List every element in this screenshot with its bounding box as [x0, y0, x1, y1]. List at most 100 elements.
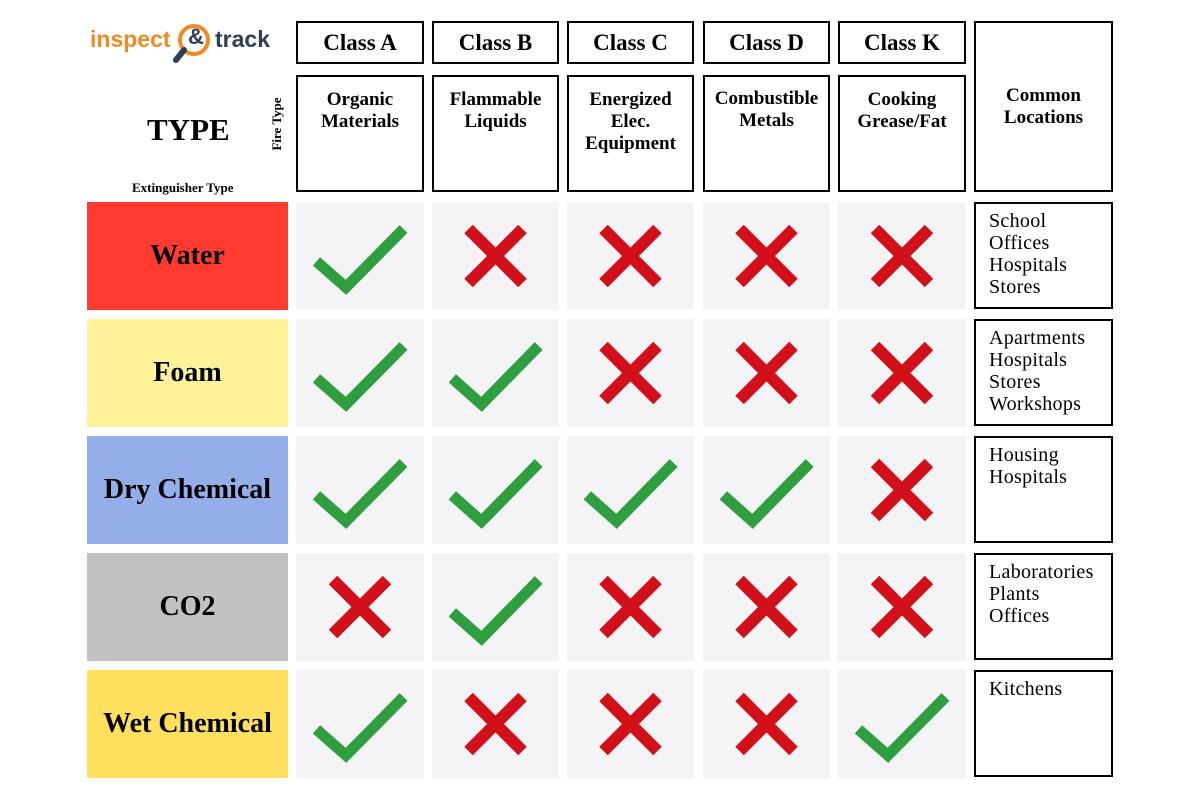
location-item: Hospitals — [989, 349, 1068, 371]
class-c-desc-line: Energized — [589, 89, 672, 110]
location-item: Housing — [989, 444, 1059, 466]
location-item: Apartments — [989, 327, 1086, 349]
class-b-header: Class B — [432, 21, 559, 64]
class-c-description: Energized Elec. Equipment — [567, 75, 694, 192]
class-a-desc-line: Materials — [320, 111, 400, 132]
type-title: TYPE — [147, 112, 230, 147]
compatibility-cell — [567, 670, 694, 778]
compatibility-cell — [838, 436, 966, 544]
compatibility-cell — [296, 670, 424, 778]
check-icon — [854, 693, 950, 763]
class-k-desc-line: Grease/Fat — [857, 111, 947, 132]
extinguisher-label-water: Water — [87, 202, 288, 310]
compatibility-cell — [432, 670, 559, 778]
cross-icon — [870, 341, 934, 405]
class-c-header: Class C — [567, 21, 694, 64]
cross-icon — [735, 692, 798, 756]
check-icon — [719, 459, 814, 529]
compatibility-cell — [432, 436, 559, 544]
location-item: Offices — [989, 232, 1050, 254]
compatibility-cell — [567, 319, 694, 427]
extinguisher-type-label: Extinguisher Type — [132, 180, 234, 195]
class-k-desc-line: Cooking — [867, 89, 937, 110]
inspect-and-track-logo: inspect & track — [88, 18, 288, 68]
compatibility-cell — [296, 436, 424, 544]
class-k-description: Cooking Grease/Fat — [838, 75, 966, 192]
check-icon — [448, 576, 543, 646]
compatibility-cell — [432, 553, 559, 661]
compatibility-cell — [838, 319, 966, 427]
cross-icon — [328, 575, 392, 639]
logo-word-inspect: inspect — [90, 26, 171, 52]
compatibility-cell — [432, 319, 559, 427]
location-item: Laboratories — [989, 561, 1094, 583]
check-icon — [448, 342, 543, 412]
compatibility-cell — [703, 319, 830, 427]
class-d-header: Class D — [703, 21, 830, 64]
location-item: Offices — [989, 605, 1050, 627]
logo-word-track: track — [215, 26, 270, 52]
check-icon — [312, 459, 408, 529]
fire-type-label: Fire Type — [269, 97, 284, 151]
compatibility-cell — [838, 553, 966, 661]
location-item: Plants — [989, 583, 1040, 605]
class-d-desc-line: Metals — [739, 110, 794, 131]
compatibility-cell — [567, 436, 694, 544]
compatibility-cell — [567, 202, 694, 310]
compatibility-cell — [703, 202, 830, 310]
check-icon — [312, 342, 408, 412]
compatibility-cell — [838, 202, 966, 310]
class-b-desc-line: Flammable — [449, 89, 542, 110]
common-locations-line: Common — [1006, 84, 1081, 106]
class-a-desc-line: Organic — [326, 89, 394, 110]
cross-icon — [735, 575, 798, 639]
extinguisher-label-co2: CO2 — [87, 553, 288, 661]
location-item: School — [989, 210, 1047, 232]
common-locations-cell: Kitchens — [974, 670, 1113, 777]
cross-icon — [464, 692, 527, 756]
common-locations-header: Common Locations — [974, 21, 1113, 192]
cross-icon — [735, 224, 798, 288]
cross-icon — [599, 224, 662, 288]
class-b-description: Flammable Liquids — [432, 75, 559, 192]
location-item: Hospitals — [989, 254, 1068, 276]
compatibility-cell — [703, 436, 830, 544]
class-a-description: Organic Materials — [296, 75, 424, 192]
compatibility-cell — [296, 553, 424, 661]
magnifier-icon — [172, 20, 222, 70]
class-c-desc-line: Equipment — [585, 133, 676, 154]
location-item: Workshops — [989, 393, 1082, 415]
location-item: Hospitals — [989, 466, 1068, 488]
check-icon — [312, 225, 408, 295]
cross-icon — [735, 341, 798, 405]
common-locations-line: Locations — [1003, 106, 1084, 128]
cross-icon — [870, 575, 934, 639]
class-d-description: Combustible Metals — [703, 75, 830, 192]
location-item: Stores — [989, 371, 1041, 393]
compatibility-cell — [703, 670, 830, 778]
class-b-desc-line: Liquids — [464, 111, 527, 132]
check-icon — [312, 693, 408, 763]
class-k-header: Class K — [838, 21, 966, 64]
cross-icon — [870, 224, 934, 288]
location-item: Stores — [989, 276, 1041, 298]
cross-icon — [599, 692, 662, 756]
compatibility-cell — [296, 319, 424, 427]
cross-icon — [870, 458, 934, 522]
check-icon — [448, 459, 543, 529]
extinguisher-label-wet-chemical: Wet Chemical — [87, 670, 288, 778]
compatibility-cell — [567, 553, 694, 661]
cross-icon — [599, 341, 662, 405]
cross-icon — [599, 575, 662, 639]
extinguisher-label-dry-chemical: Dry Chemical — [87, 436, 288, 544]
location-item: Kitchens — [989, 678, 1063, 700]
check-icon — [583, 459, 678, 529]
logo-ampersand: & — [188, 24, 204, 49]
compatibility-cell — [703, 553, 830, 661]
compatibility-cell — [296, 202, 424, 310]
class-a-header: Class A — [296, 21, 424, 64]
